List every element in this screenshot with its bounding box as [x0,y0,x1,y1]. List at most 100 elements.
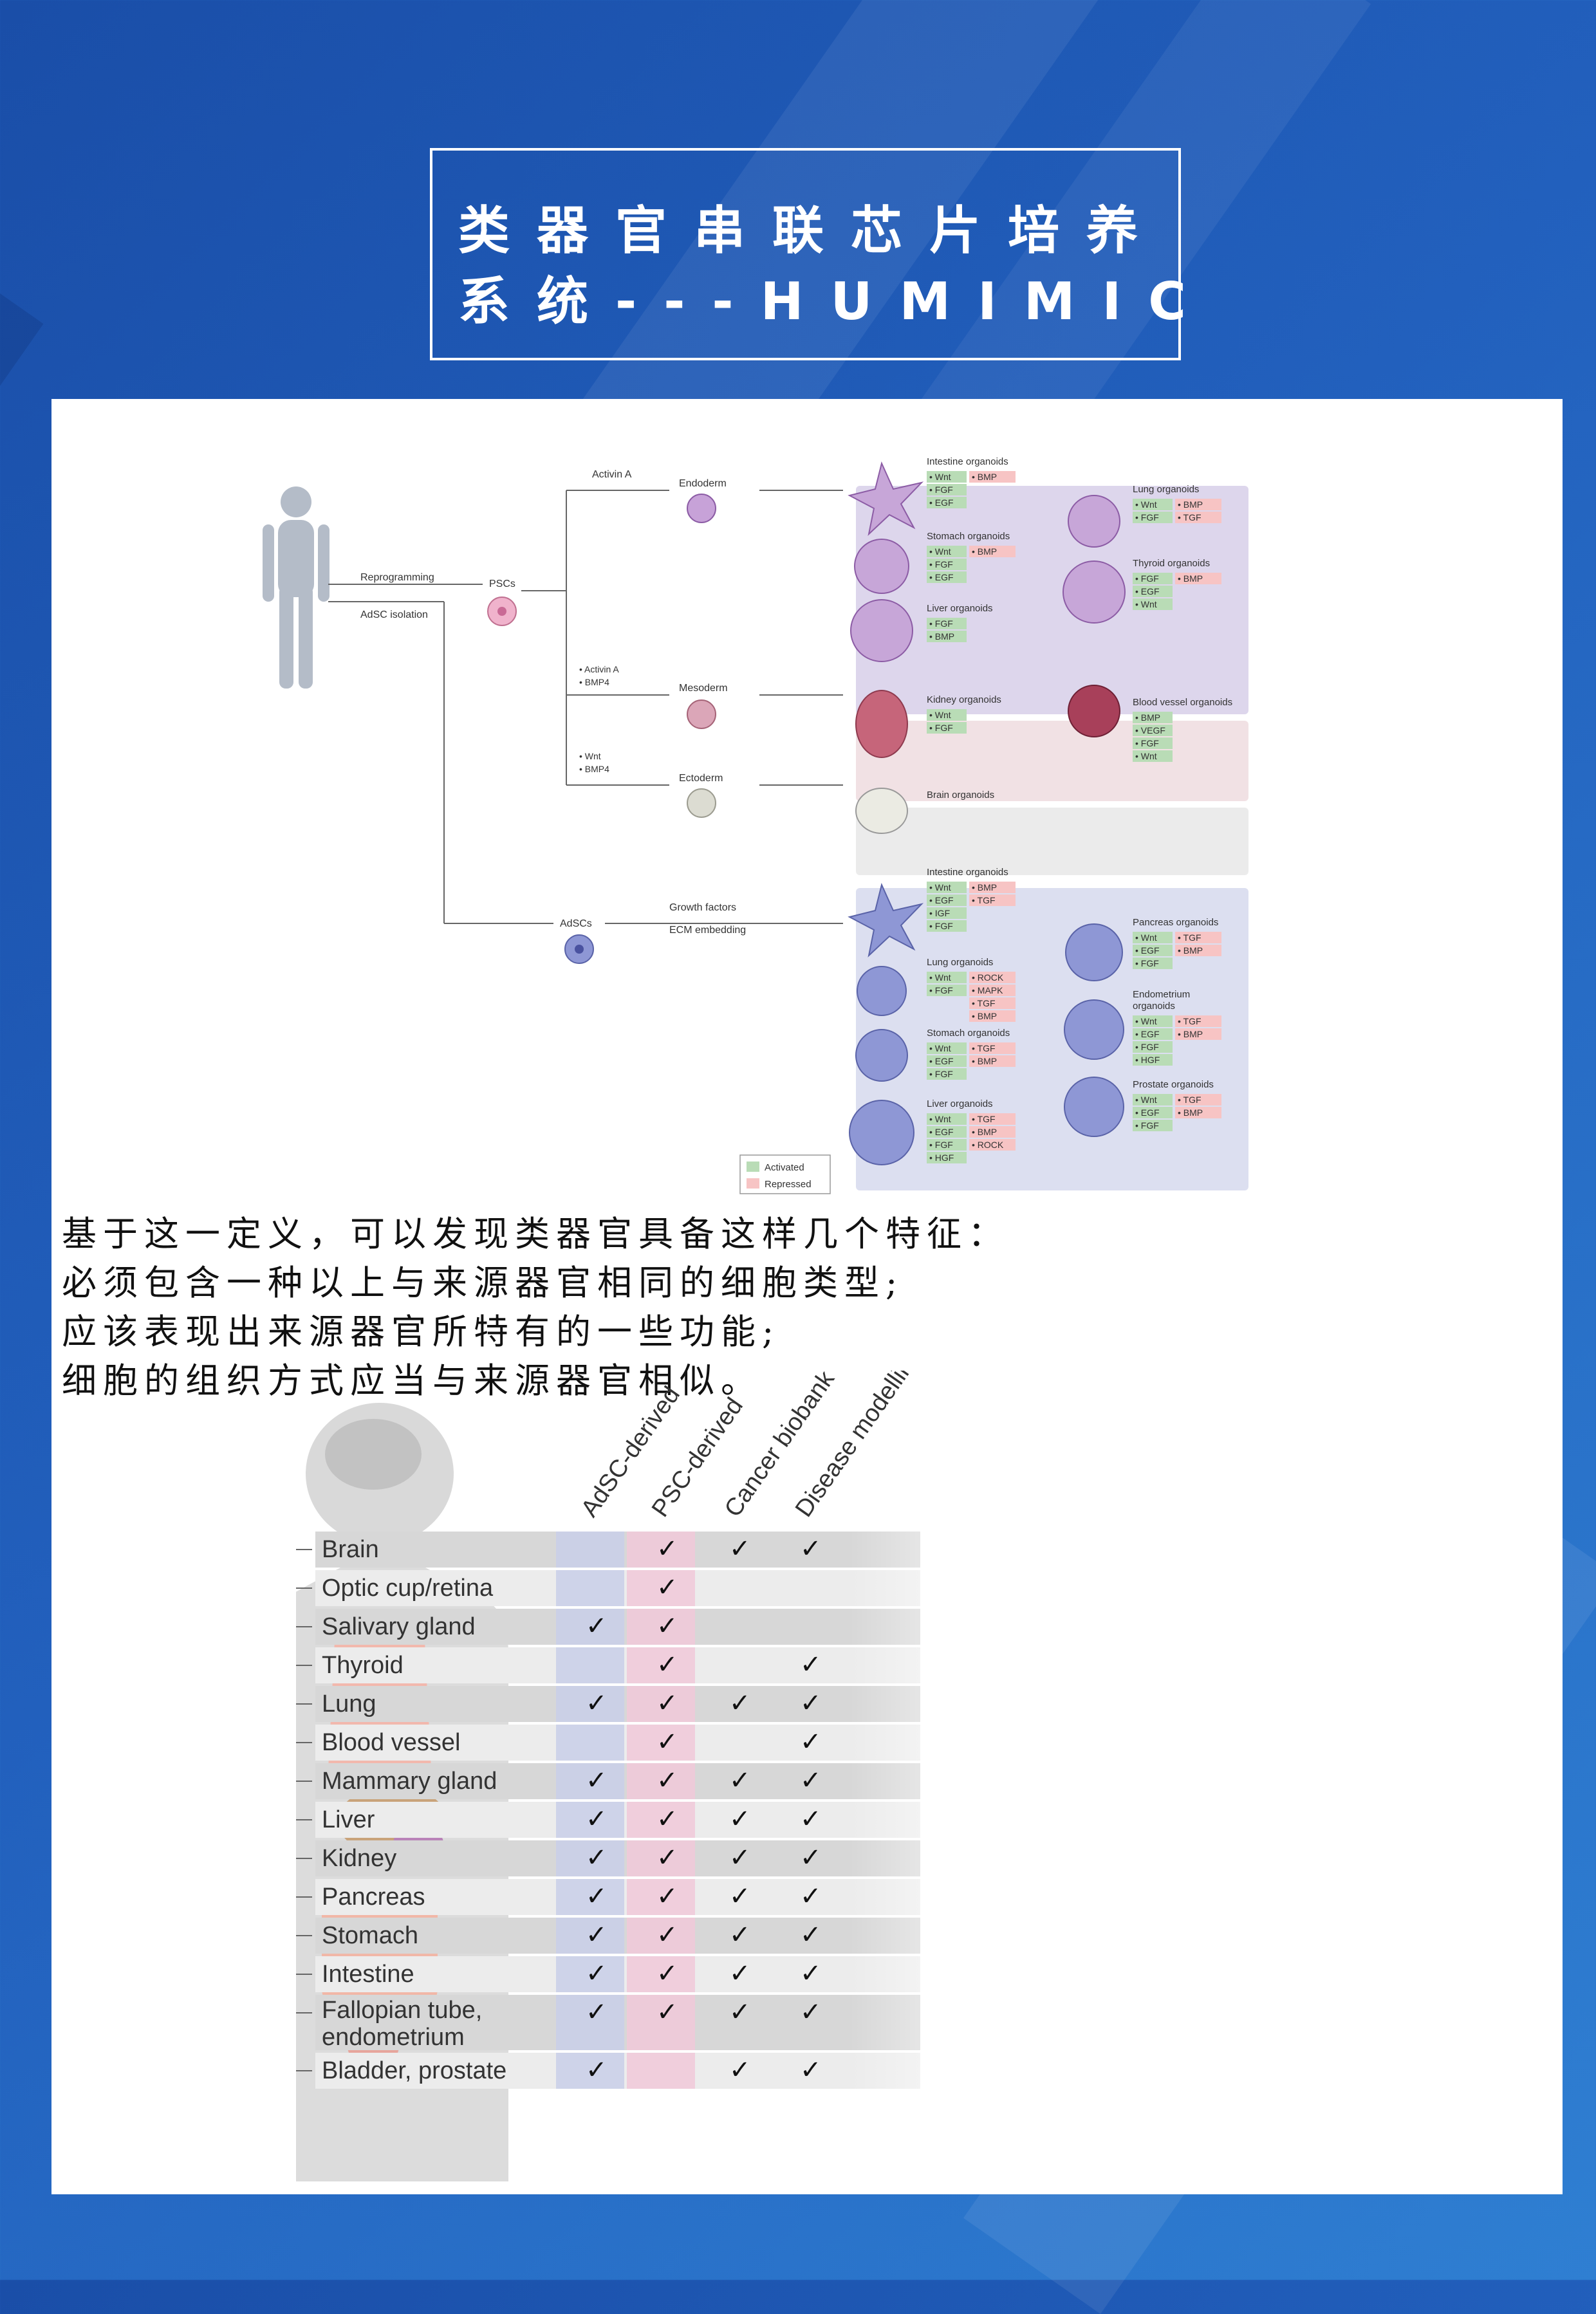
activated-factor-tag [927,1113,967,1125]
repressed-factor-tag [969,972,1016,983]
blood-vessel-organoid-shape [1068,685,1120,737]
organoid-name: Intestine organoids [927,456,1008,467]
reprogramming-label: Reprogramming [360,572,434,583]
organ-label: Mammary gland [322,1768,497,1795]
activated-factor: • FGF [929,485,953,495]
activated-factor: • FGF [929,723,953,733]
mesoderm-factor-2: • BMP4 [579,677,609,687]
table-cell [627,1647,695,1683]
table-cell [627,1763,695,1799]
activated-factor: • FGF [1135,1120,1159,1131]
table-fade [849,1532,1043,2091]
repressed-factor: • BMP [1178,499,1203,510]
check-mark: ✓ [729,1534,751,1564]
repressed-factor-tag [1175,932,1221,943]
activated-factor-tag [1133,1120,1173,1131]
check-mark: ✓ [586,1997,608,2027]
activated-factor-tag [927,618,967,629]
organoid-name: organoids [1133,1001,1175,1012]
activated-factor: • FGF [1135,958,1159,968]
mesoderm-factor-1: • Activin A [579,664,619,674]
organ-label: Kidney [322,1845,396,1872]
title-box: 类器官串联芯片培养 系统---HUMIMIC [430,148,1186,360]
organ-label: Intestine [322,1961,414,1988]
check-mark: ✓ [586,1804,608,1834]
organ-label: Brain [322,1536,379,1563]
organ-label: endometrium [322,2024,465,2051]
endoderm-panel [856,486,1248,714]
repressed-factor-tag [969,1126,1016,1138]
organoid-name: Lung organoids [1133,484,1199,495]
table-cell [627,1570,695,1606]
adsc-endometrium-organoid-shape [1064,999,1124,1060]
repressed-factor-tag [1175,573,1221,584]
organ-label: Stomach [322,1922,418,1949]
activated-factor-tag [927,546,967,557]
table-cell [627,1686,695,1722]
organ-label: Pancreas [322,1884,425,1911]
lung-organoid-shape [1068,495,1120,548]
body-line: 细胞的组织方式应当与来源器官相似。 [62,1360,762,1401]
activated-factor: • FGF [929,921,953,931]
table-cell [627,1532,695,1568]
organ-label: Liver [322,1806,375,1833]
table-cell [556,1570,624,1606]
table-cell [556,1763,624,1799]
adsc-pancreas-organoid-shape [1065,923,1123,981]
check-mark: ✓ [800,1804,822,1834]
check-mark: ✓ [656,1997,678,2027]
table-cell [556,1686,624,1722]
check-mark: ✓ [656,1689,678,1718]
legend: Activated Repressed [739,1154,831,1194]
ectoderm-cell-icon [687,788,716,818]
repressed-factor: • BMP [972,882,997,893]
activated-factor: • Wnt [929,882,951,893]
check-mark: ✓ [586,1882,608,1911]
brain-organoid-shape [855,788,908,834]
check-mark: ✓ [729,2055,751,2085]
title-line-1: 类器官串联芯片培养 [458,201,1165,261]
activated-factor: • HGF [1135,1055,1160,1065]
organoid-derivation-diagram: Reprogramming AdSC isolation PSCs AdSCs … [263,456,1248,1194]
organoid-name: Intestine organoids [927,867,1008,878]
repressed-factor-tag [1175,945,1221,956]
activated-factor: • EGF [1135,1029,1160,1039]
activated-factor: • Wnt [929,1043,951,1053]
check-mark: ✓ [586,1920,608,1950]
activated-factor-tag [927,631,967,642]
table-cell [627,1609,695,1645]
repressed-factor-tag [1175,1094,1221,1106]
repressed-factor: • BMP [972,1011,997,1021]
repressed-factor: • BMP [1178,573,1203,584]
activin-a-label: Activin A [592,469,632,480]
activated-factor-tag [1133,958,1173,969]
activated-factor-tag [1133,499,1173,510]
check-mark: ✓ [800,1882,822,1911]
activated-factor: • Wnt [929,1114,951,1124]
organ-label: Thyroid [322,1652,404,1679]
check-mark: ✓ [800,1766,822,1795]
activated-factor: • EGF [929,572,954,582]
activated-factor: • Wnt [1135,1095,1157,1105]
check-mark: ✓ [656,1650,678,1680]
growth-factors-label: Growth factors [669,902,736,913]
table-cell [556,2053,624,2089]
organoid-name: Brain organoids [927,790,994,801]
stomach-organoid-shape [854,539,909,594]
repressed-factor: • BMP [1178,1107,1203,1118]
activated-factor-tag [1133,725,1173,736]
activated-factor-tag [927,722,967,734]
repressed-factor: • TGF [972,1043,996,1053]
activated-factor: • EGF [929,1127,954,1137]
germ-layer-mesoderm: Mesoderm [679,683,728,694]
diagram-arrows [328,490,843,924]
activated-factor: • EGF [929,497,954,508]
check-mark: ✓ [586,1843,608,1873]
check-mark: ✓ [729,1804,751,1834]
table-cell [627,1840,695,1876]
organoid-name: Stomach organoids [927,1028,1010,1039]
check-mark: ✓ [800,1534,822,1564]
activated-factor: • FGF [1135,573,1159,584]
activated-factor-tag [1133,1041,1173,1053]
legend-repressed-swatch [747,1178,759,1189]
